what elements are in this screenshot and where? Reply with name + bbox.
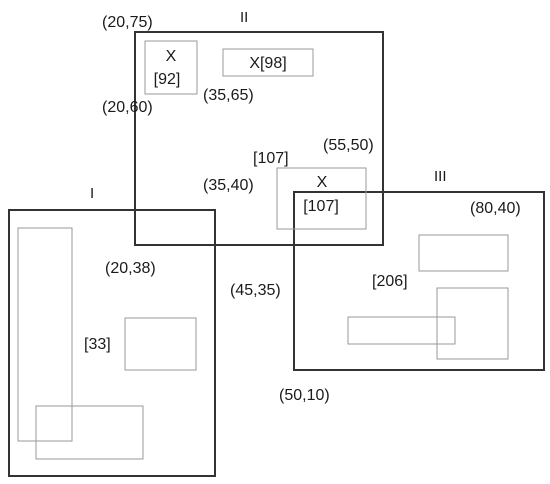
box-x-98 [222,48,314,77]
box-x-107-line2: [107] [303,198,339,215]
id-label-33: [33] [84,336,111,353]
coord-20-75: (20,75) [102,14,153,31]
coord-50-10: (50,10) [279,387,330,404]
coord-20-60: (20,60) [102,99,153,116]
region-label-III: III [434,168,447,185]
box-x-92 [144,40,198,95]
region-I-rect [8,209,216,477]
coord-35-40: (35,40) [203,177,254,194]
region-II-rect [134,31,384,246]
box-x-107 [276,167,367,230]
box-region-III-206 [436,287,509,360]
box-x-107-line1: X [317,174,328,191]
region-III-rect [293,191,545,371]
region-label-I: I [90,185,94,202]
box-region-I-33 [124,317,197,371]
box-x-92-line1: X [166,48,177,65]
box-region-I-tall [17,227,73,442]
coord-35-65: (35,65) [203,87,254,104]
box-region-III-wide [347,316,456,345]
coord-20-38: (20,38) [105,260,156,277]
box-x-92-line2: [92] [154,71,181,88]
box-region-III-top [418,234,509,272]
coord-45-35: (45,35) [230,282,281,299]
box-x-98-label: X[98] [249,55,286,72]
coord-55-50: (55,50) [323,137,374,154]
id-label-206: [206] [372,273,408,290]
coord-80-40: (80,40) [470,200,521,217]
box-region-I-bottom [35,405,144,460]
id-label-107: [107] [253,150,289,167]
region-label-II: II [240,9,248,26]
